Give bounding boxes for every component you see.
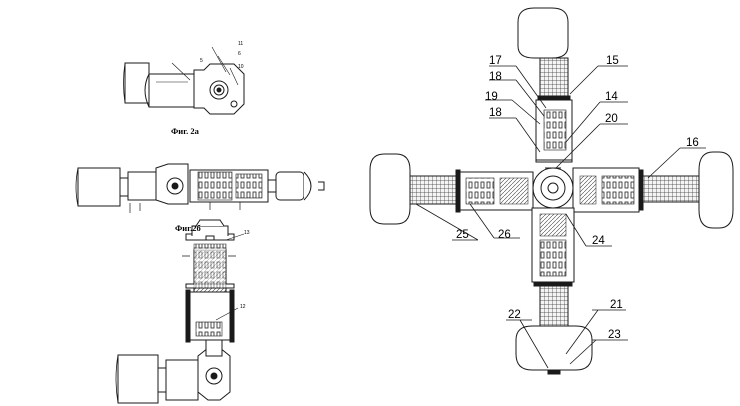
callout-26: 26 (498, 229, 511, 241)
callout-18-bottom: 18 (489, 107, 502, 119)
callout-23: 23 (608, 329, 621, 341)
central-node (532, 167, 574, 209)
callout-19: 19 (485, 91, 498, 103)
figure-2b (75, 163, 325, 213)
callout-11: 11 (238, 41, 243, 47)
callout-14: 14 (605, 91, 618, 103)
callout-21: 21 (610, 299, 623, 311)
caption-fig2a: Фиг. 2а (171, 126, 200, 136)
bottom-balloon (515, 325, 593, 371)
bottom-truss (539, 285, 569, 327)
callout-20: 20 (605, 113, 618, 125)
fig2c-labels: 13 12 (240, 230, 250, 310)
left-balloon (369, 153, 411, 225)
main-labels: 15 17 18 19 18 14 20 16 25 26 24 22 21 2… (456, 55, 699, 341)
fig2b-labels: Фиг.2б (175, 223, 201, 233)
station-main (369, 7, 734, 375)
top-truss (539, 57, 569, 101)
right-balloon (698, 151, 734, 229)
right-truss (642, 175, 700, 203)
callout-25: 25 (456, 229, 469, 241)
caption-fig2b: Фиг.2б (175, 223, 201, 233)
figure-2c (115, 219, 245, 404)
callout-17: 17 (489, 55, 502, 67)
left-truss (409, 175, 457, 205)
fig2a-labels: 5 11 6 10 Фиг. 2а (171, 41, 244, 136)
callout-24: 24 (592, 235, 605, 247)
callout-18-top: 18 (489, 71, 502, 83)
callout-22: 22 (508, 309, 521, 321)
callout-16: 16 (686, 137, 699, 149)
callout-13: 13 (244, 230, 250, 236)
callout-6: 6 (238, 51, 241, 57)
top-balloon (517, 7, 569, 59)
callout-10: 10 (238, 64, 244, 70)
callout-12: 12 (240, 304, 246, 310)
callout-5: 5 (200, 58, 203, 64)
figure-2a (123, 46, 245, 115)
callout-15: 15 (606, 55, 619, 67)
leader-lines (415, 65, 706, 369)
